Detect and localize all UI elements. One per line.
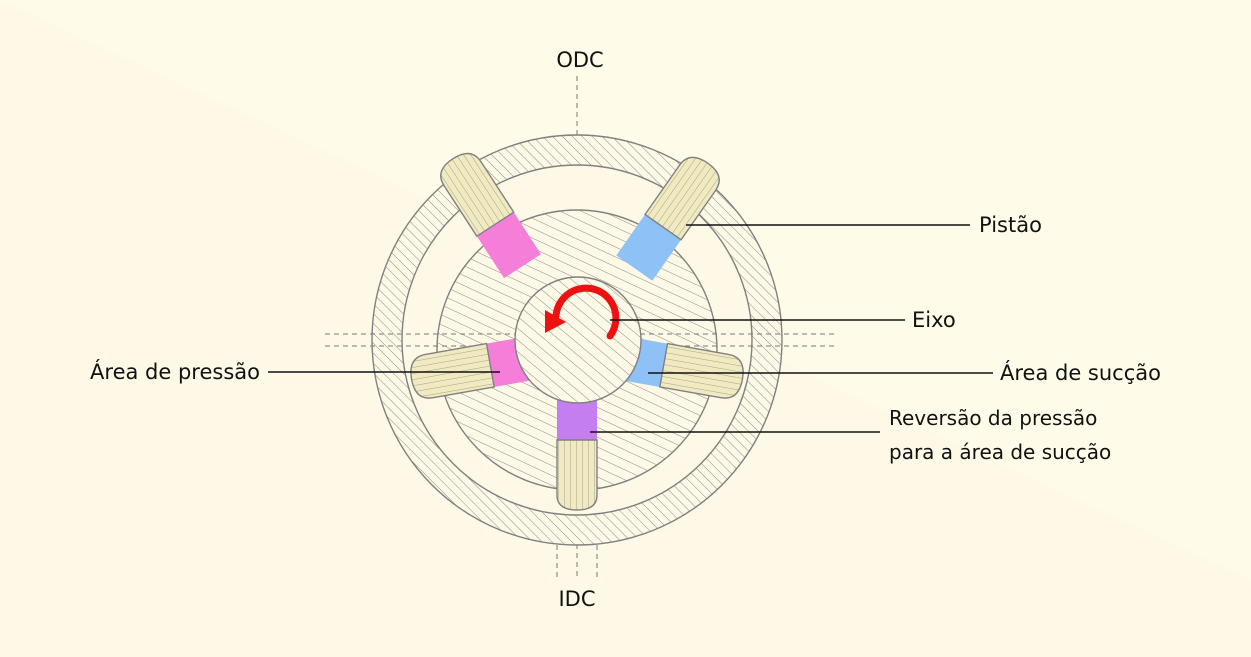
- label-area-pressao: Área de pressão: [90, 359, 260, 384]
- label-eixo: Eixo: [912, 308, 956, 332]
- label-idc: IDC: [558, 587, 595, 611]
- piston-body-top-right: [644, 156, 720, 241]
- piston-body-left: [410, 342, 495, 399]
- piston-body-bottom: [556, 439, 598, 511]
- piston-top-right: [616, 156, 720, 281]
- label-area-succao: Área de sucção: [1000, 360, 1161, 385]
- curved-arrow-counterclockwise-icon: [545, 284, 620, 340]
- piston-top-left: [440, 152, 541, 279]
- piston-body-top-left: [440, 152, 515, 238]
- pressure-area-top-left: [476, 212, 541, 279]
- label-pistao: Pistão: [979, 213, 1042, 237]
- piston-body-right: [659, 342, 744, 399]
- suction-area-top-right: [616, 214, 682, 281]
- label-reversao-line2: para a área de sucção: [889, 440, 1111, 464]
- label-odc: ODC: [556, 48, 603, 72]
- shaft: [514, 276, 642, 404]
- reversal-area-bottom: [557, 400, 597, 440]
- piston-bottom: [556, 400, 598, 511]
- label-reversao-line1: Reversão da pressão: [889, 406, 1097, 430]
